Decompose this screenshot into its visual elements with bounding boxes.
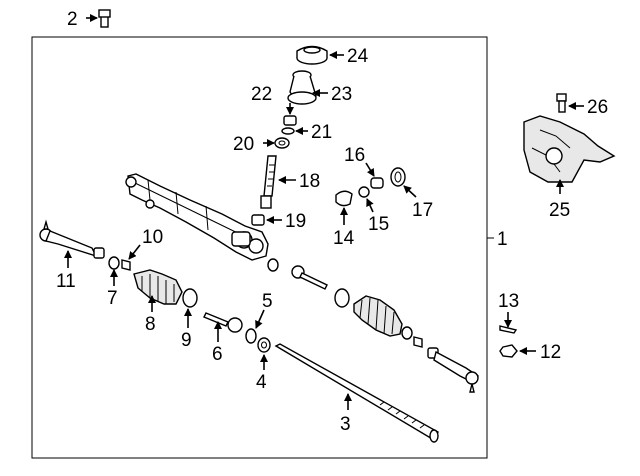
leader-15 xyxy=(366,198,374,213)
clamp-part-9 xyxy=(182,288,198,308)
callout-11: 11 xyxy=(56,271,76,292)
inner-tie-rod-part-6 xyxy=(203,312,243,333)
callout-24: 24 xyxy=(347,46,369,67)
bolt-part-2 xyxy=(98,9,111,28)
callout-16: 16 xyxy=(344,145,365,166)
callout-19: 19 xyxy=(285,211,306,232)
callout-25: 25 xyxy=(549,200,570,221)
assembly-frame xyxy=(31,36,488,459)
callout-1: 1 xyxy=(497,229,508,250)
cotter-pin-part-13 xyxy=(499,325,518,334)
callout-20: 20 xyxy=(233,134,254,155)
callout-23: 23 xyxy=(331,84,352,105)
callout-4: 4 xyxy=(256,372,267,393)
ring-part-15 xyxy=(358,186,370,198)
bushing-part-19 xyxy=(251,214,265,226)
callout-5: 5 xyxy=(262,291,273,312)
callout-17: 17 xyxy=(412,200,433,221)
rack-boot-part-8 xyxy=(133,269,183,305)
pinion-shaft-part-18 xyxy=(260,155,277,209)
bushing-part-16 xyxy=(370,177,384,189)
rack-boot-right xyxy=(353,295,403,337)
clamp-right-small xyxy=(401,326,413,340)
leader-10 xyxy=(128,244,141,260)
heat-shield-part-25 xyxy=(523,115,616,183)
pinion-boot-part-23 xyxy=(287,70,317,105)
callout-10: 10 xyxy=(142,227,163,248)
callout-22: 22 xyxy=(251,84,272,105)
callout-13: 13 xyxy=(498,291,519,312)
washer-near-housing xyxy=(267,258,279,272)
seal-part-20 xyxy=(274,137,290,149)
callout-15: 15 xyxy=(368,214,389,235)
gear-housing xyxy=(125,173,269,261)
inner-tie-rod-right xyxy=(291,265,328,290)
clamp-part-7 xyxy=(108,256,120,270)
tie-rod-end-right xyxy=(427,347,480,393)
washer-part-5 xyxy=(245,328,257,344)
nut-part-12 xyxy=(499,344,518,358)
callout-7: 7 xyxy=(107,288,118,309)
callout-14: 14 xyxy=(333,228,355,249)
callout-8: 8 xyxy=(145,314,156,335)
nut-part-10 xyxy=(121,259,131,271)
callout-3: 3 xyxy=(340,414,351,435)
leader-5 xyxy=(255,309,265,329)
bushing-part-4 xyxy=(257,337,271,353)
leader-16 xyxy=(365,162,375,177)
tie-rod-end-part-11 xyxy=(39,219,105,259)
leader-17 xyxy=(403,185,417,198)
callout-2: 2 xyxy=(67,9,78,30)
nut-part-22 xyxy=(283,115,297,126)
nut-right xyxy=(413,336,423,348)
callout-12: 12 xyxy=(540,342,561,363)
rack-bar-part-3 xyxy=(274,343,439,443)
bolt-part-26 xyxy=(556,93,567,113)
callout-21: 21 xyxy=(311,122,332,143)
callout-18: 18 xyxy=(299,171,320,192)
callout-9: 9 xyxy=(181,330,192,351)
callout-26: 26 xyxy=(587,97,608,118)
washer-part-21 xyxy=(281,127,295,135)
dust-cap-part-24 xyxy=(296,45,328,65)
callout-6: 6 xyxy=(212,344,223,365)
washer-part-17 xyxy=(390,167,406,187)
clamp-right xyxy=(334,288,350,308)
plug-part-14 xyxy=(335,190,353,207)
